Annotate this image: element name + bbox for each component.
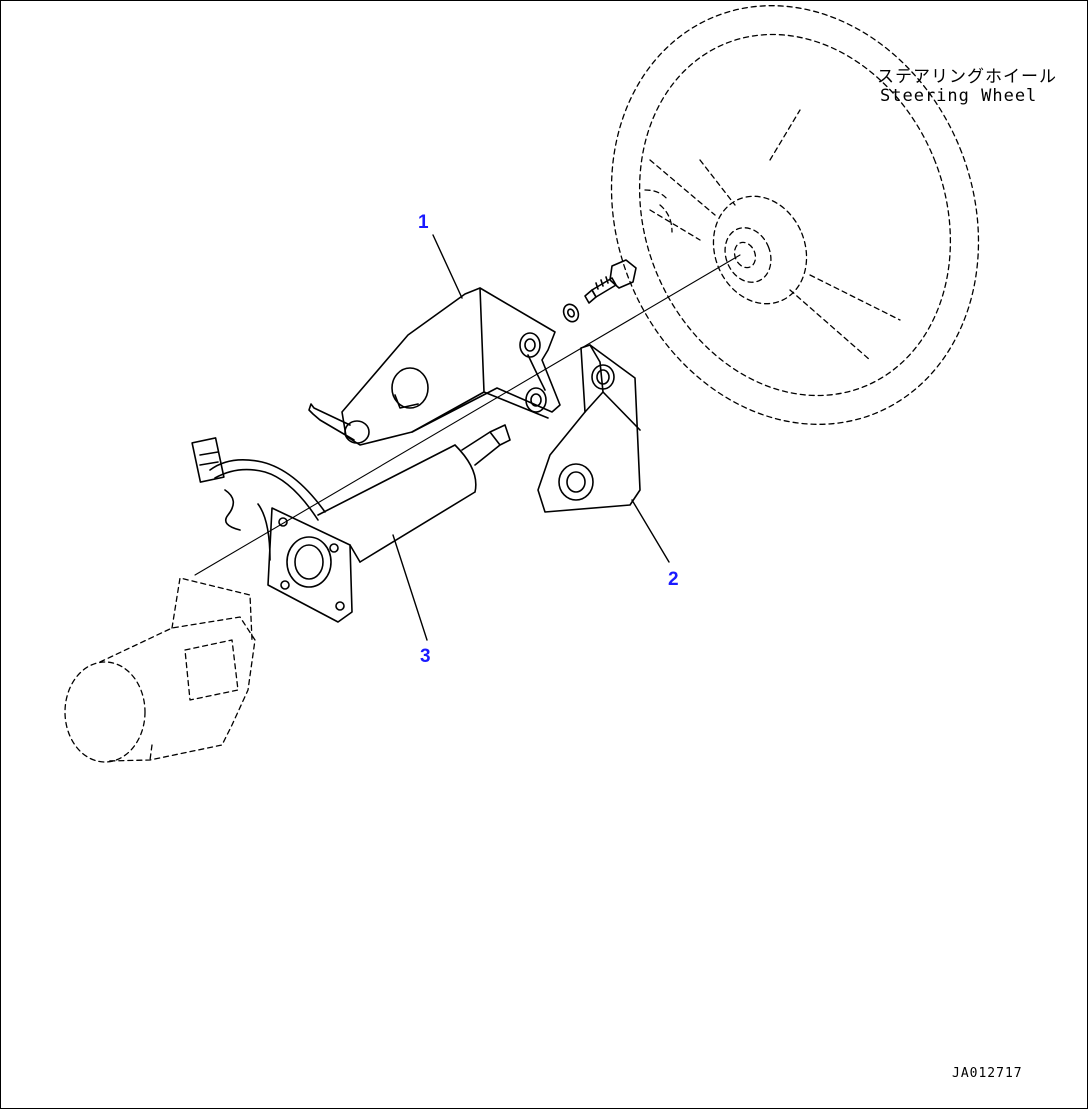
part-2-bracket	[537, 344, 641, 513]
callout-part-3: 3	[420, 646, 431, 667]
part-3-sensor	[191, 424, 511, 623]
leader-lines	[392, 234, 670, 641]
steering-wheel	[610, 5, 980, 425]
lock-washer	[562, 303, 580, 323]
steering-wheel-label-english: Steering Wheel	[880, 86, 1038, 106]
mounting-bolt	[584, 259, 637, 304]
steering-axis-line	[194, 254, 741, 576]
part-1-bracket	[308, 287, 561, 446]
callout-part-2: 2	[668, 569, 679, 590]
drawing-reference-code: JA012717	[952, 1066, 1023, 1081]
callout-part-1: 1	[418, 212, 429, 233]
phantom-steering-unit	[64, 577, 256, 763]
steering-wheel-label-japanese: ステアリングホイール	[877, 67, 1057, 87]
